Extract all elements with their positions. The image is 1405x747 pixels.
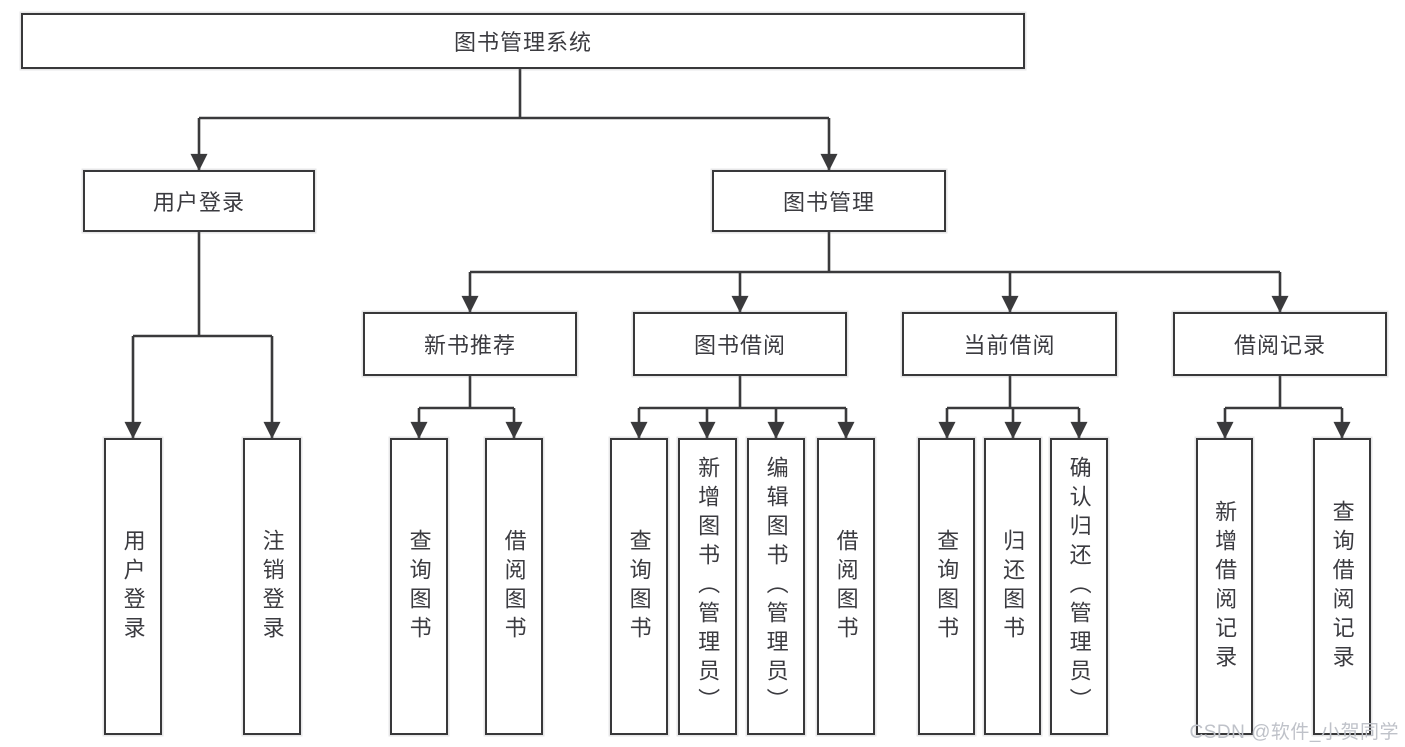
leaf-current-query-label: 查询图书 [934,528,960,645]
connector-new-books-to-leaves [410,376,523,439]
leaf-user-login: 用户登录 [104,438,162,735]
leaf-borrow-add-admin-label: 新增图书（管理员） [695,456,721,717]
node-current-borrow-label: 当前借阅 [963,333,1056,358]
leaf-records-add: 新增借阅记录 [1196,438,1253,735]
leaf-newbooks-borrow: 借阅图书 [485,438,543,735]
node-root-label: 图书管理系统 [453,30,592,55]
connector-user-login-to-leaves [124,232,281,439]
node-book-mgmt-label: 图书管理 [782,190,875,215]
node-new-books-label: 新书推荐 [423,333,516,358]
leaf-borrow-query: 查询图书 [610,438,668,735]
leaf-borrow-add-admin: 新增图书（管理员） [678,438,737,735]
leaf-newbooks-query-label: 查询图书 [406,528,432,645]
leaf-borrow-edit-admin: 编辑图书（管理员） [747,438,805,735]
leaf-current-return-label: 归还图书 [1000,528,1026,645]
leaf-records-add-label: 新增借阅记录 [1212,499,1238,674]
leaf-records-query: 查询借阅记录 [1313,438,1371,735]
node-user-login: 用户登录 [83,170,315,232]
node-new-books: 新书推荐 [363,312,577,376]
node-root: 图书管理系统 [21,13,1025,69]
connector-root-to-level2 [190,69,838,171]
leaf-user-login-label: 用户登录 [120,528,146,645]
leaf-current-query: 查询图书 [918,438,975,735]
connector-borrow-records-to-leaves [1216,376,1351,439]
leaf-newbooks-borrow-label: 借阅图书 [501,528,527,645]
leaf-current-return: 归还图书 [984,438,1041,735]
leaf-logout-label: 注销登录 [259,528,285,645]
node-user-login-label: 用户登录 [152,190,245,215]
leaf-current-confirm-admin-label: 确认归还（管理员） [1066,456,1092,717]
node-borrow-records: 借阅记录 [1173,312,1387,376]
csdn-watermark: CSDN @软件_小贺同学 [1189,722,1399,743]
node-borrow-records-label: 借阅记录 [1233,333,1326,358]
node-book-borrow-label: 图书借阅 [693,333,786,358]
leaf-records-query-label: 查询借阅记录 [1329,499,1355,674]
node-book-borrow: 图书借阅 [633,312,847,376]
node-book-mgmt: 图书管理 [712,170,946,232]
leaf-current-confirm-admin: 确认归还（管理员） [1050,438,1108,735]
connector-book-mgmt-to-level3 [461,232,1289,313]
leaf-logout: 注销登录 [243,438,301,735]
leaf-borrow-borrow-label: 借阅图书 [833,528,859,645]
leaf-newbooks-query: 查询图书 [390,438,448,735]
connector-current-borrow-to-leaves [938,376,1088,439]
leaf-borrow-query-label: 查询图书 [626,528,652,645]
connector-book-borrow-to-leaves [630,376,855,439]
node-current-borrow: 当前借阅 [902,312,1117,376]
leaf-borrow-borrow: 借阅图书 [817,438,875,735]
leaf-borrow-edit-admin-label: 编辑图书（管理员） [763,456,789,717]
